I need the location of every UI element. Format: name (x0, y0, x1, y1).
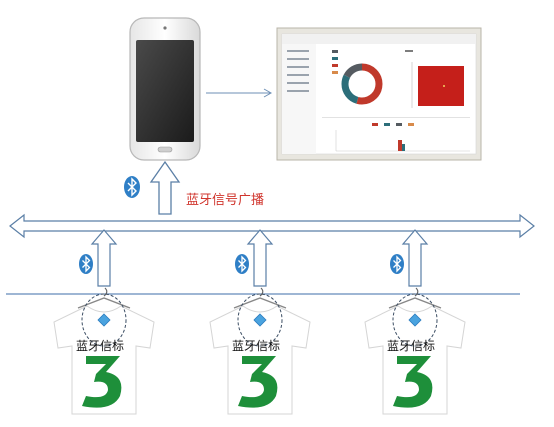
donut-legend (332, 50, 338, 74)
beacon-up-arrow (246, 229, 274, 287)
bar-chart-panel (322, 117, 470, 152)
beacon-tag (253, 313, 267, 327)
beacon-highlight (81, 293, 127, 347)
bluetooth-icon (235, 254, 249, 274)
beacon-up-arrow (401, 229, 429, 287)
bluetooth-icon (390, 254, 404, 274)
shirt-print (238, 356, 278, 408)
dashboard-screen (276, 27, 482, 161)
heatmap-panel (405, 50, 464, 108)
beacon-tag (408, 313, 422, 327)
broadcast-label: 蓝牙信号广播 (186, 193, 264, 208)
beacon-up-arrow (90, 229, 118, 287)
beacon-highlight (237, 293, 283, 347)
broadcast-bus-arrow (9, 213, 535, 239)
beacon-column-3: 蓝牙信标 (364, 229, 466, 415)
beacon-label: 蓝牙信标 (76, 339, 124, 353)
smartphone (129, 17, 201, 161)
beacon-label: 蓝牙信标 (387, 339, 435, 353)
hanger-hook (414, 287, 419, 297)
dashboard-header (282, 34, 476, 44)
phone-home-button (157, 146, 173, 153)
phone-screen (136, 40, 194, 142)
beacon-label: 蓝牙信标 (232, 339, 280, 353)
phone-to-screen-arrow (206, 88, 273, 98)
donut-chart (341, 63, 383, 105)
hanger-hook (259, 287, 264, 297)
bluetooth-icon (79, 254, 93, 274)
hanger-hook (103, 287, 108, 297)
beacon-column-2: 蓝牙信标 (209, 229, 311, 415)
shirt-print (393, 356, 433, 408)
dashboard-sidebar (282, 44, 316, 154)
phone-speaker (163, 26, 167, 30)
bluetooth-icon (124, 176, 140, 198)
shirt-print (82, 356, 122, 408)
bus-to-phone-arrow (149, 160, 181, 215)
beacon-tag (97, 313, 111, 327)
beacon-column-1: 蓝牙信标 (53, 229, 155, 415)
beacon-highlight (392, 293, 438, 347)
